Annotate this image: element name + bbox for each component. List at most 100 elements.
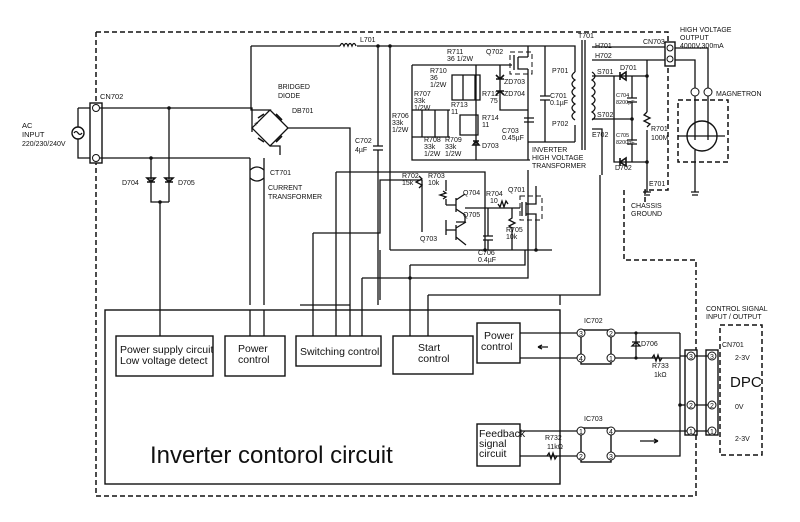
svg-text:CN701: CN701 <box>722 342 744 349</box>
svg-text:10k: 10k <box>428 180 440 187</box>
svg-text:R712: R712 <box>482 91 499 98</box>
ac-input-label: AC <box>22 121 33 130</box>
svg-text:C704: C704 <box>616 93 629 99</box>
svg-text:P701: P701 <box>552 68 568 75</box>
svg-text:1: 1 <box>689 429 693 436</box>
control-connector: 3 2 1 3 2 1 <box>678 349 719 436</box>
svg-text:C702: C702 <box>355 138 372 145</box>
svg-text:INPUT / OUTPUT: INPUT / OUTPUT <box>706 314 762 321</box>
svg-text:D704: D704 <box>122 180 139 187</box>
svg-text:33k: 33k <box>392 120 404 127</box>
svg-text:3: 3 <box>579 331 583 338</box>
svg-text:1/2W: 1/2W <box>430 82 447 89</box>
svg-text:11: 11 <box>451 109 458 116</box>
block-power-control: Power control <box>224 310 286 377</box>
board-boundary-left <box>95 32 697 497</box>
svg-text:33k: 33k <box>414 98 426 105</box>
dpc-label: DPC <box>730 374 762 391</box>
svg-text:TRANSFORMER: TRANSFORMER <box>268 194 322 201</box>
block-start-control: Start control <box>392 310 474 375</box>
svg-text:CONTROL SIGNAL: CONTROL SIGNAL <box>706 306 768 313</box>
svg-text:R714: R714 <box>482 115 499 122</box>
svg-text:D706: D706 <box>641 341 658 348</box>
svg-text:OUTPUT: OUTPUT <box>680 35 710 42</box>
svg-text:E701: E701 <box>649 181 665 188</box>
svg-text:1/2W: 1/2W <box>445 151 462 158</box>
svg-text:control: control <box>481 341 513 353</box>
capacitor-c701: C701 0.1µF <box>528 46 575 143</box>
svg-text:C703: C703 <box>502 128 519 135</box>
svg-text:R705: R705 <box>506 227 523 234</box>
svg-text:IC702: IC702 <box>584 318 603 325</box>
svg-text:1/2W: 1/2W <box>414 105 431 112</box>
svg-text:3: 3 <box>689 354 693 361</box>
svg-text:R710: R710 <box>430 68 447 75</box>
board-boundary <box>96 31 669 205</box>
svg-text:Q705: Q705 <box>463 212 480 219</box>
chassis-ground: E701 CHASSIS GROUND <box>631 181 665 218</box>
svg-text:R707: R707 <box>414 91 431 98</box>
svg-text:HIGH VOLTAGE: HIGH VOLTAGE <box>532 155 584 162</box>
svg-text:1/2W: 1/2W <box>424 151 441 158</box>
svg-text:BRIDGED: BRIDGED <box>278 84 310 91</box>
svg-text:S702: S702 <box>597 112 613 119</box>
svg-text:1: 1 <box>710 429 714 436</box>
svg-text:R701: R701 <box>651 126 668 133</box>
magnetron-boundary <box>677 99 729 163</box>
inductor-l701: L701 <box>251 37 540 48</box>
ac-input-label-2: INPUT <box>22 130 45 139</box>
svg-text:2: 2 <box>689 403 693 410</box>
block-switching-control: Switching control <box>295 310 382 367</box>
svg-text:3: 3 <box>710 354 714 361</box>
svg-text:2-3V: 2-3V <box>735 355 750 362</box>
ac-input: AC INPUT 220/230/240V <box>22 107 92 159</box>
svg-text:DIODE: DIODE <box>278 93 301 100</box>
capacitor-c702: C702 4µF <box>355 44 392 305</box>
svg-text:H702: H702 <box>595 53 612 60</box>
svg-text:Q704: Q704 <box>463 190 480 197</box>
svg-text:15k: 15k <box>402 180 414 187</box>
svg-text:8200pF: 8200pF <box>616 100 635 106</box>
svg-text:1: 1 <box>609 356 613 363</box>
svg-text:Feedback: Feedback <box>479 428 526 440</box>
svg-text:control: control <box>238 354 270 366</box>
svg-text:R711: R711 <box>447 49 463 56</box>
optocoupler-ic702: 3 4 2 1 IC702 D706 R733 1kΩ <box>520 318 680 379</box>
svg-text:33k: 33k <box>445 144 457 151</box>
svg-text:DB701: DB701 <box>292 108 314 115</box>
gate-resistor-network: R711 36 1/2W R710 36 1/2W R707 33k 1/2W … <box>392 49 530 161</box>
svg-text:R706: R706 <box>392 113 409 120</box>
svg-text:Q702: Q702 <box>486 49 503 56</box>
svg-text:D705: D705 <box>178 180 195 187</box>
svg-text:4000V,300mA: 4000V,300mA <box>680 43 724 50</box>
svg-text:75: 75 <box>490 98 498 105</box>
svg-text:R709: R709 <box>445 137 462 144</box>
svg-text:2: 2 <box>579 454 583 461</box>
d704-d705: D704 D705 <box>122 108 195 310</box>
svg-text:2-3V: 2-3V <box>735 436 750 443</box>
svg-text:8200pF: 8200pF <box>616 140 635 146</box>
svg-text:CURRENT: CURRENT <box>268 185 303 192</box>
hv-rectifier: D701 D702 C704 8200pF C705 8200pF R701 1… <box>613 60 669 185</box>
ac-line-top <box>100 107 253 132</box>
svg-text:D703: D703 <box>482 143 499 150</box>
svg-text:+: + <box>254 121 258 128</box>
cn702-connector: CN702 <box>89 92 123 164</box>
optocoupler-ic703: 1 2 4 3 IC703 R732 11kΩ <box>520 333 681 463</box>
svg-text:MAGNETRON: MAGNETRON <box>716 91 762 98</box>
control-wire <box>300 170 601 310</box>
svg-text:C701: C701 <box>550 93 567 100</box>
svg-text:11: 11 <box>482 122 489 129</box>
svg-text:36 1/2W: 36 1/2W <box>447 56 473 63</box>
svg-text:ZD704: ZD704 <box>504 91 525 98</box>
svg-text:Power: Power <box>484 330 514 342</box>
svg-text:P702: P702 <box>552 121 568 128</box>
svg-text:10k: 10k <box>506 234 518 241</box>
svg-text:T701: T701 <box>578 33 594 40</box>
svg-text:signal: signal <box>479 438 506 450</box>
svg-text:0.1µF: 0.1µF <box>550 100 568 107</box>
svg-text:4: 4 <box>609 429 613 436</box>
magnetron: MAGNETRON <box>675 47 762 196</box>
svg-text:D702: D702 <box>615 165 632 172</box>
svg-text:L701: L701 <box>360 37 376 44</box>
